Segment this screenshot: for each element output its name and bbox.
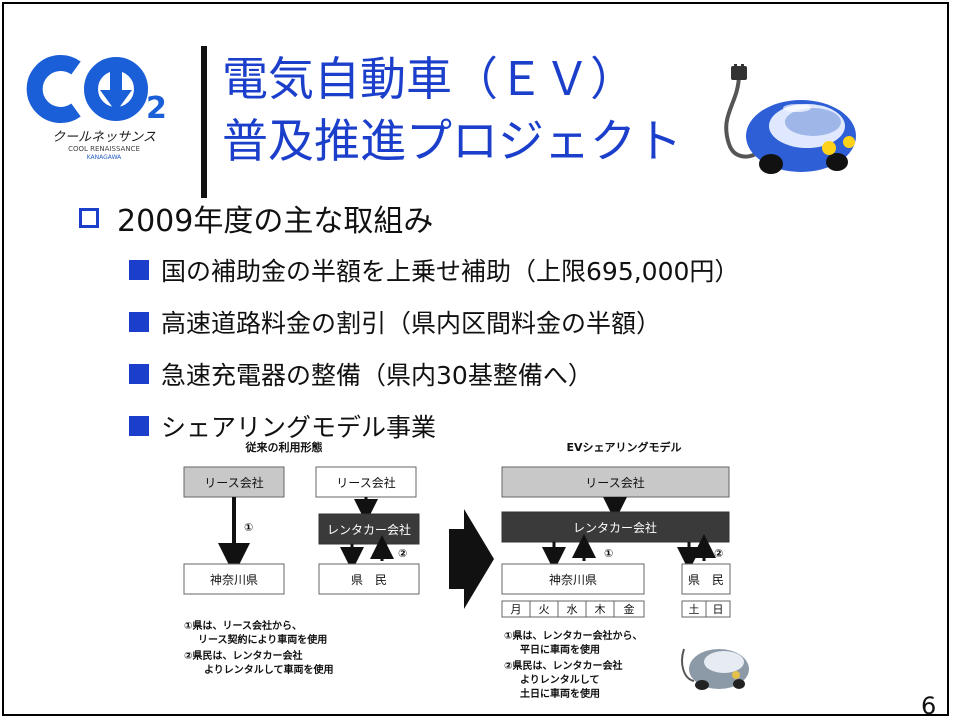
left-note-2a: ②県民は、レンタカー会社 — [184, 649, 302, 662]
weekday-thu: 木 — [595, 603, 606, 616]
weekend-sun: 日 — [713, 603, 724, 616]
main-bullet: 2009年度の主な取組み — [79, 196, 433, 240]
title-divider — [201, 46, 207, 198]
right-note-1b: 平日に車両を使用 — [520, 643, 600, 656]
list-item: 高速道路料金の割引（県内区間料金の半額） — [129, 296, 739, 348]
weekday-row: 月 火 水 木 金 — [501, 600, 645, 618]
list-item: 急速充電器の整備（県内30基整備へ） — [129, 348, 739, 400]
weekend-row: 土 日 — [681, 600, 731, 618]
list-item-text: 急速充電器の整備（県内30基整備へ） — [161, 361, 593, 390]
lease-box-right — [501, 466, 730, 498]
bullet-square-icon — [129, 364, 149, 384]
kanagawa-box-right — [501, 563, 645, 595]
citizen-label-right: 県 民 — [688, 573, 724, 587]
left-note-1b: リース契約により車両を使用 — [198, 633, 327, 646]
weekday-fri: 金 — [624, 602, 635, 616]
citizen-box-right — [681, 563, 731, 595]
citizen-box-left — [318, 563, 420, 595]
bullet-square-icon — [129, 260, 149, 280]
right-diagram-title: EVシェアリングモデル — [566, 440, 681, 454]
co2-logo-icon: 2 — [26, 55, 167, 126]
list-item: 国の補助金の半額を上乗せ補助（上限695,000円） — [129, 244, 739, 296]
page-number: 6 — [921, 692, 937, 716]
logo-subscript: 2 — [146, 91, 167, 126]
weekend-sat: 土 — [689, 603, 700, 616]
kanagawa-label-left: 神奈川県 — [210, 573, 258, 587]
rental-box-left — [318, 513, 420, 545]
lease-box-left — [183, 466, 285, 498]
title-line-1: 電気自動車（ＥＶ） — [222, 52, 636, 106]
list-item-text: 高速道路料金の割引（県内区間料金の半額） — [161, 309, 662, 338]
small-ev-car-icon — [681, 648, 749, 690]
rental-box-right — [501, 511, 730, 543]
rental-label-left: レンタカー会社 — [327, 522, 411, 537]
right-note-2a: ②県民は、レンタカー会社 — [504, 659, 622, 672]
ev-car-icon — [724, 64, 856, 174]
logo-place-text: KANAGAWA — [86, 154, 122, 161]
left-note-1a: ①県は、リース会社から、 — [184, 619, 302, 632]
lease-label-left: リース会社 — [204, 475, 263, 490]
mark-1-left: ① — [244, 521, 253, 534]
citizen-label-left: 県 民 — [351, 573, 387, 587]
weekday-wed: 水 — [567, 603, 578, 616]
mark-2-right: ② — [714, 547, 723, 560]
right-note-1a: ①県は、レンタカー会社から、 — [504, 629, 642, 642]
weekday-tue: 火 — [539, 603, 550, 616]
list-item: シェアリングモデル事業 — [129, 400, 739, 452]
transition-arrow-icon — [449, 509, 494, 609]
bullet-square-icon — [129, 416, 149, 436]
rental-label-right: レンタカー会社 — [573, 520, 657, 535]
left-diagram-title: 従来の利用形態 — [245, 440, 323, 454]
mark-2-left: ② — [398, 547, 407, 560]
left-note-2b: よりレンタルして車両を使用 — [204, 663, 334, 676]
lease-box-left-2 — [315, 466, 417, 498]
title-line-2: 普及推進プロジェクト — [222, 114, 682, 168]
main-bullet-text: 2009年度の主な取組み — [117, 204, 434, 239]
sub-bullet-list: 国の補助金の半額を上乗せ補助（上限695,000円） 高速道路料金の割引（県内区… — [129, 244, 739, 452]
cool-renaissance-logo: 2 クールネッサンス COOL RENAISSANCE KANAGAWA — [24, 54, 186, 166]
right-note-2c: 土日に車両を使用 — [520, 687, 600, 700]
mark-1-right: ① — [604, 547, 613, 560]
right-note-2b: よりレンタルして — [520, 674, 600, 686]
bullet-square-icon — [129, 312, 149, 332]
kanagawa-box-left — [183, 563, 285, 595]
list-item-text: 国の補助金の半額を上乗せ補助（上限695,000円） — [161, 257, 740, 286]
logo-english-text: COOL RENAISSANCE — [68, 145, 140, 153]
weekday-mon: 月 — [511, 603, 522, 616]
page-title: 電気自動車（ＥＶ） 普及推進プロジェクト — [222, 48, 682, 172]
lease-label-right: リース会社 — [585, 475, 644, 490]
kanagawa-label-right: 神奈川県 — [549, 573, 597, 587]
sharing-model-diagram: 従来の利用形態 リース会社 リース会社 ① レンタカー会社 ② 神奈川県 県 民… — [183, 440, 749, 700]
logo-japanese-text: クールネッサンス — [52, 130, 156, 145]
lease-label-left-2: リース会社 — [336, 475, 395, 490]
list-item-text: シェアリングモデル事業 — [161, 413, 437, 442]
bullet-square-outline-icon — [79, 208, 99, 228]
